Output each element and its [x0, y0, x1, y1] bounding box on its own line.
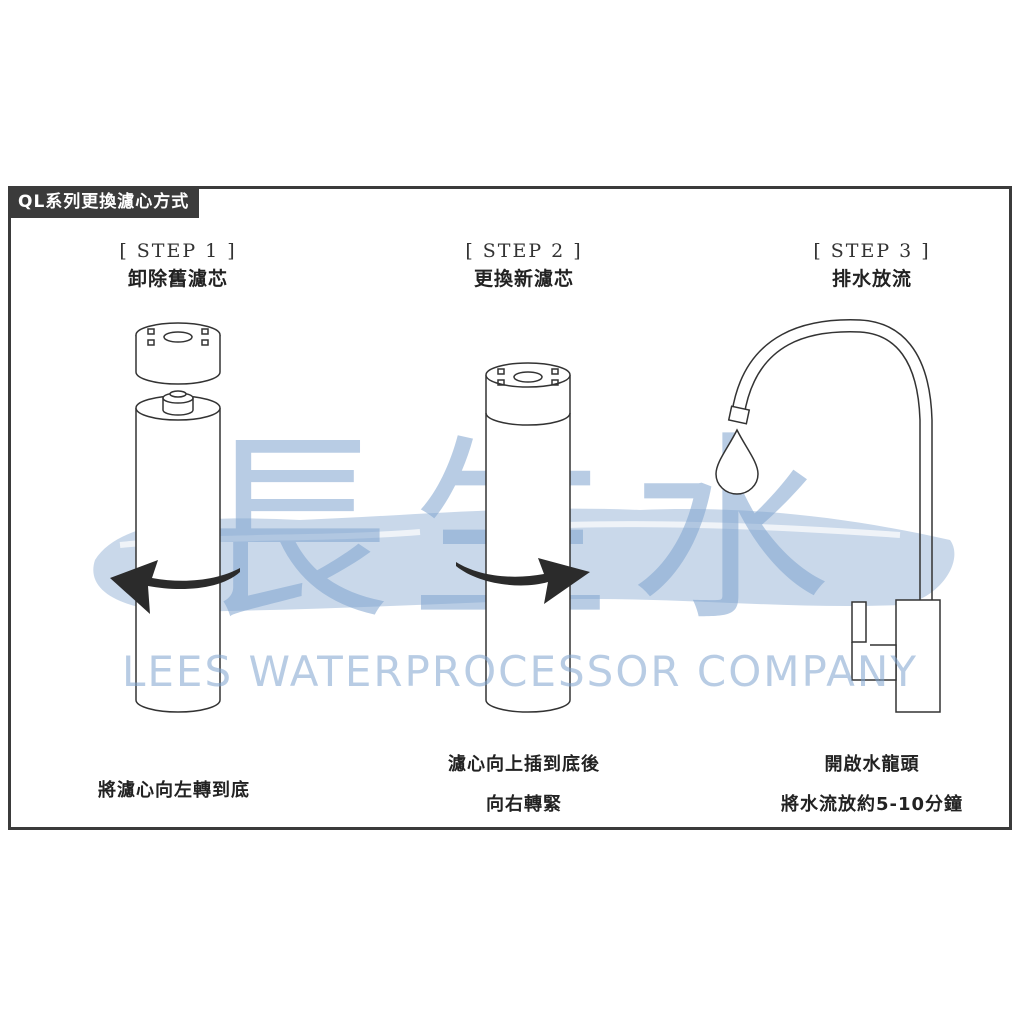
- step-1-header: [ STEP 1 ] 卸除舊濾芯: [68, 240, 288, 291]
- step2-filter-cartridge-icon: [485, 362, 571, 713]
- step-2-caption: 濾心向上插到底後 向右轉緊: [374, 750, 674, 816]
- step-3-caption: 開啟水龍頭 將水流放約5-10分鐘: [722, 750, 1022, 816]
- page-title: QL系列更換濾心方式: [8, 186, 200, 218]
- step-3-header: [ STEP 3 ] 排水放流: [762, 240, 982, 291]
- step-1-caption-line: 將濾心向左轉到底: [98, 780, 250, 801]
- step1-filter-cartridge-icon: [135, 322, 221, 713]
- step-2-label: [ STEP 2 ]: [465, 240, 583, 262]
- step-3-label: [ STEP 3 ]: [813, 240, 931, 262]
- step-3-caption-line-1: 開啟水龍頭: [824, 754, 920, 775]
- watermark-english: LEES WATERPROCESSOR COMPANY: [122, 647, 918, 696]
- faucet-icon: [727, 319, 941, 713]
- step-2-caption-line-2: 向右轉緊: [486, 794, 562, 815]
- step-3-title: 排水放流: [831, 268, 912, 290]
- rotate-right-arrow-icon: [456, 558, 590, 604]
- step-3-caption-line-2: 將水流放約5-10分鐘: [780, 794, 964, 815]
- step-1-caption: 將濾心向左轉到底: [24, 776, 324, 802]
- step-1-title: 卸除舊濾芯: [127, 268, 228, 290]
- step-2-header: [ STEP 2 ] 更換新濾芯: [414, 240, 634, 291]
- step-2-caption-line-1: 濾心向上插到底後: [448, 754, 600, 775]
- step-2-title: 更換新濾芯: [473, 268, 574, 290]
- step-1-label: [ STEP 1 ]: [119, 240, 237, 262]
- rotate-left-arrow-icon: [110, 560, 240, 614]
- water-drop-icon: [715, 428, 759, 495]
